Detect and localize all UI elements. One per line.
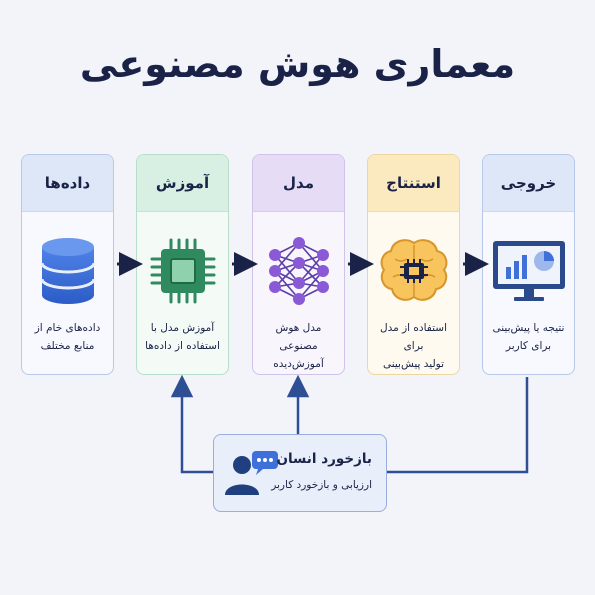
stage-output-desc-line-1: نتیجه یا پیش‌بینی: [492, 322, 565, 334]
feedback-line-output: [387, 377, 529, 474]
stage-model-description: مدل هوش مصنوعی آموزش‌دیده: [259, 319, 338, 373]
stage-inference-title: استنتاج: [368, 155, 459, 212]
stage-data-desc-line-1: داده‌های خام از: [34, 322, 101, 334]
stage-training-title: آموزش: [137, 155, 228, 212]
user-chat-icon: [222, 449, 282, 503]
stage-data: داده‌ها داده‌های خام از منابع مختلف: [21, 154, 114, 375]
stage-inference-desc-line-1: استفاده از مدل برای: [380, 322, 447, 352]
brain-chip-icon: [368, 229, 459, 313]
stage-data-description: داده‌های خام از منابع مختلف: [28, 319, 107, 355]
processor-chip-icon: [137, 229, 228, 313]
monitor-chart-icon: [483, 229, 574, 313]
stage-model: مدل مدل هوش مصنوعی آموزش‌دیده: [252, 154, 345, 375]
stage-output-description: نتیجه یا پیش‌بینی برای کاربر: [489, 319, 568, 355]
stage-output-title: خروجی: [483, 155, 574, 212]
stage-training: آموزش آموزش مدل با استفاده از داده‌ها: [136, 154, 229, 375]
feedback-title: بازخورد انسان: [276, 451, 372, 467]
human-feedback-box: بازخورد انسان ارزیابی و بازخورد کاربر: [213, 434, 387, 512]
stage-model-title: مدل: [253, 155, 344, 212]
feedback-arrow-training: [170, 374, 213, 474]
stage-inference-description: استفاده از مدل برای تولید پیش‌بینی: [374, 319, 453, 373]
stage-training-desc-line-1: آموزش مدل با: [150, 322, 215, 334]
stage-data-desc-line-2: منابع مختلف: [40, 340, 95, 352]
stage-model-desc-line-2: آموزش‌دیده: [273, 358, 324, 370]
diagram-title: معماری هوش مصنوعی: [79, 42, 516, 86]
stage-data-title: داده‌ها: [22, 155, 113, 212]
database-icon: [22, 229, 113, 313]
stage-model-desc-line-1: مدل هوش مصنوعی: [275, 322, 322, 352]
stage-output-desc-line-2: برای کاربر: [505, 340, 552, 352]
stage-training-description: آموزش مدل با استفاده از داده‌ها: [143, 319, 222, 355]
stage-inference: استنتاج استفاده از مدل برای تولید پیش‌بی…: [367, 154, 460, 375]
stage-inference-desc-line-2: تولید پیش‌بینی: [382, 358, 445, 370]
stage-training-desc-line-2: استفاده از داده‌ها: [145, 340, 220, 352]
feedback-subtitle: ارزیابی و بازخورد کاربر: [271, 479, 372, 491]
neural-network-icon: [253, 229, 344, 313]
